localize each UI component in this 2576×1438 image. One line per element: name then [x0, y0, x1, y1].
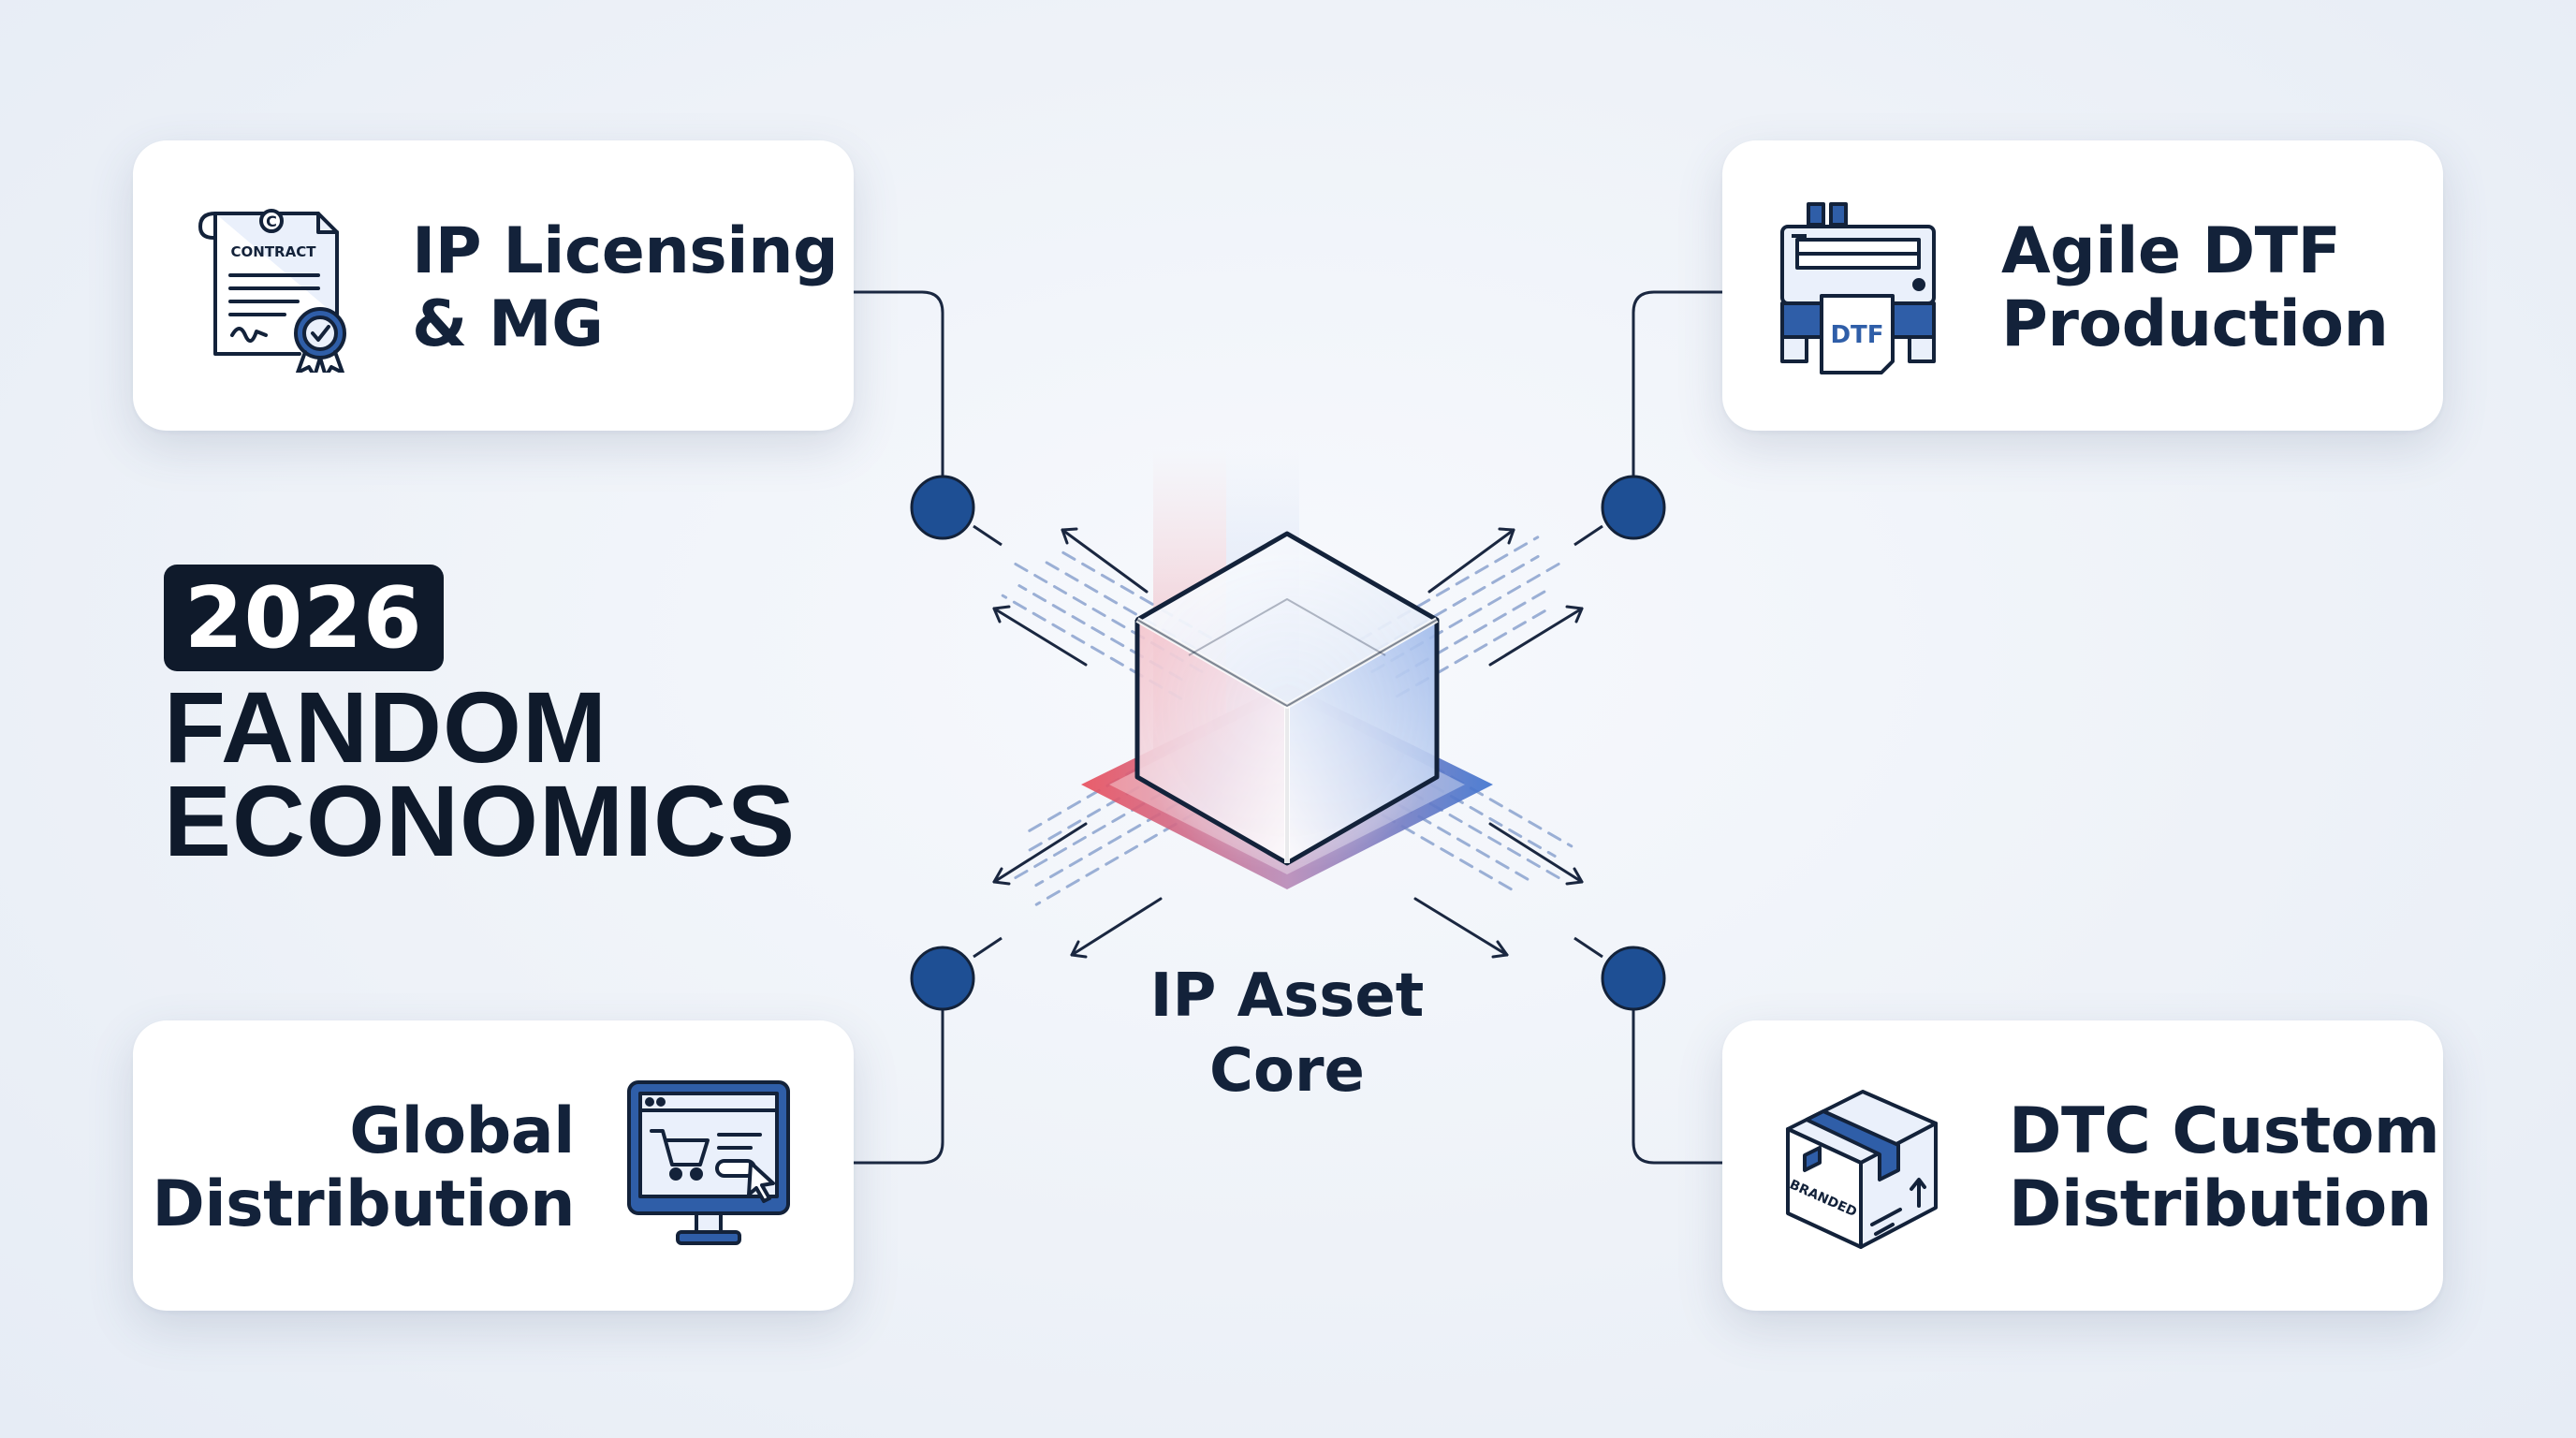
arrow-icon [1070, 897, 1163, 959]
flow-arrows [992, 527, 1584, 959]
year-badge: 2026 [164, 565, 444, 671]
shopping-monitor-icon [627, 1080, 790, 1245]
node-bottom-left [910, 946, 975, 1011]
ip-asset-cube [1128, 531, 1446, 871]
printer-icon: DTF [1780, 202, 1936, 374]
arrow-icon [992, 822, 1088, 886]
connector-bottom-left [854, 995, 944, 1165]
headline: 2026 FANDOM ECONOMICS [164, 565, 797, 877]
card-title: IP Licensing & MG [412, 214, 839, 361]
contract-icon-text: CONTRACT [231, 243, 317, 260]
core-label: IP Asset Core [1100, 959, 1474, 1108]
card-agile-dtf: DTF Agile DTF Production [1722, 140, 2443, 431]
connector-top-right [1632, 290, 1722, 487]
card-dtc-custom: BRANDED DTC Custom Distribution [1722, 1020, 2443, 1311]
contract-certificate-icon: C CONTRACT [198, 209, 346, 373]
printer-icon-text: DTF [1830, 321, 1883, 349]
node-bottom-right [1601, 946, 1666, 1011]
headline-line-1: FANDOM [164, 670, 607, 784]
node-top-left [910, 475, 975, 540]
svg-text:C: C [266, 213, 277, 230]
card-ip-licensing: C CONTRACT IP Licensing & MG [133, 140, 854, 431]
card-global-distribution: Global Distribution [133, 1020, 854, 1311]
card-title: Global Distribution [152, 1094, 575, 1241]
arrow-icon [1061, 527, 1149, 594]
core-label-line-1: IP Asset [1149, 961, 1425, 1031]
arrow-icon [1427, 527, 1515, 594]
connector-top-left [854, 290, 944, 487]
branded-box-icon: BRANDED [1786, 1090, 1938, 1249]
card-title: DTC Custom Distribution [2009, 1094, 2440, 1241]
connector-lines [854, 290, 1722, 1165]
arrow-icon [1488, 605, 1584, 667]
arrow-icon [992, 605, 1088, 667]
arrow-icon [1488, 822, 1584, 886]
core-label-line-2: Core [1209, 1036, 1365, 1106]
node-top-right [1601, 475, 1666, 540]
headline-line-2: ECONOMICS [164, 764, 797, 877]
card-title: Agile DTF Production [2001, 214, 2389, 361]
connector-nodes [910, 475, 1666, 1011]
arrow-icon [1413, 897, 1509, 959]
connector-bottom-right [1632, 995, 1722, 1165]
